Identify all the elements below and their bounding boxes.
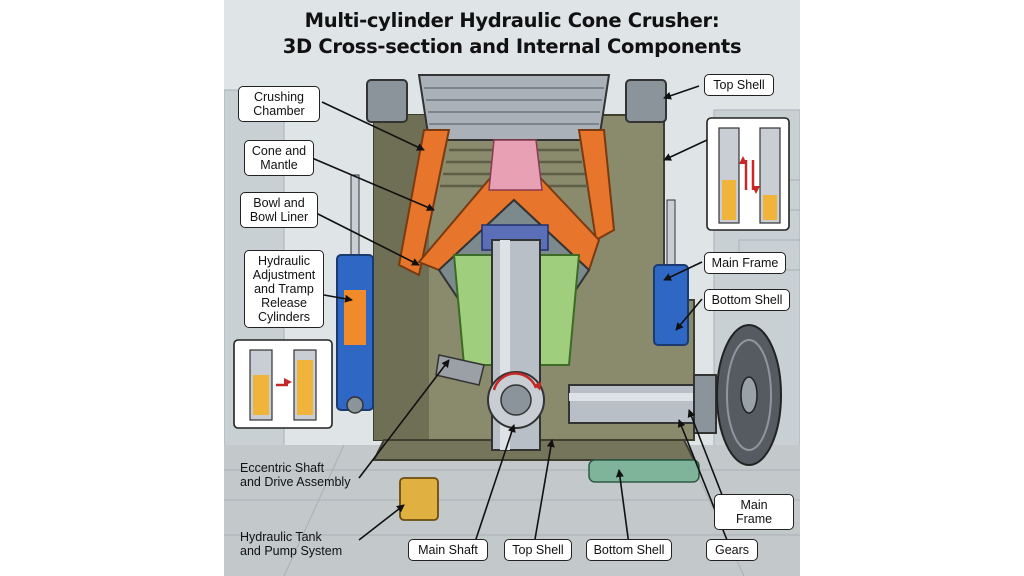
label-bowl-and-bowl-liner: Bowl and Bowl Liner	[240, 192, 318, 228]
label-main-frame-right: Main Frame	[704, 252, 786, 274]
hopper-ribs	[424, 87, 604, 125]
drive-pulley-groove	[726, 339, 772, 451]
cone-top-pink	[488, 139, 543, 191]
main-shaft-highlight	[500, 240, 510, 450]
label-gears: Gears	[706, 539, 758, 561]
hydraulic-cylinder-left-rod	[350, 174, 360, 256]
accumulator-left	[366, 79, 408, 123]
bowl-liner-right	[577, 129, 616, 242]
accumulator-right	[625, 79, 667, 123]
cylinder-foot	[346, 396, 364, 414]
label-hydraulic-cylinders: Hydraulic Adjustment and Tramp Release C…	[244, 250, 324, 328]
hydraulic-tank	[399, 477, 439, 521]
label-cone-and-mantle: Cone and Mantle	[244, 140, 314, 176]
label-top-shell-right: Top Shell	[704, 74, 774, 96]
crusher-illustration	[224, 74, 800, 576]
bowl-liner	[397, 129, 451, 277]
hydraulic-cylinder-right-rod	[666, 199, 676, 266]
pinion-gear	[693, 374, 717, 434]
countershaft	[568, 384, 710, 424]
eccentric-hub-inner	[500, 384, 532, 416]
title-line-1: Multi-cylinder Hydraulic Cone Crusher:	[304, 9, 720, 32]
drive-pulley-hub	[740, 376, 758, 414]
label-bottom-shell-bottom: Bottom Shell	[586, 539, 672, 561]
inset-cylinder-detail-right	[706, 117, 790, 231]
rotation-arrow-icon	[492, 372, 542, 391]
label-crushing-chamber: Crushing Chamber	[238, 86, 320, 122]
title-line-2: 3D Cross-section and Internal Components	[282, 35, 742, 58]
label-top-shell-bottom: Top Shell	[504, 539, 572, 561]
lube-pipe	[588, 459, 700, 483]
hydraulic-cylinder-left-oil	[344, 290, 366, 345]
inset-cylinder-detail-left	[233, 339, 333, 429]
label-eccentric-shaft: Eccentric Shaft and Drive Assembly	[240, 461, 351, 489]
diagram-panel: Multi-cylinder Hydraulic Cone Crusher: 3…	[224, 0, 800, 576]
leader-lines	[311, 85, 730, 546]
label-main-frame-lower: Main Frame	[714, 494, 794, 530]
label-bottom-shell-right: Bottom Shell	[704, 289, 790, 311]
label-main-shaft: Main Shaft	[408, 539, 488, 561]
label-hydraulic-tank: Hydraulic Tank and Pump System	[240, 530, 343, 558]
countershaft-highlight	[569, 393, 709, 401]
